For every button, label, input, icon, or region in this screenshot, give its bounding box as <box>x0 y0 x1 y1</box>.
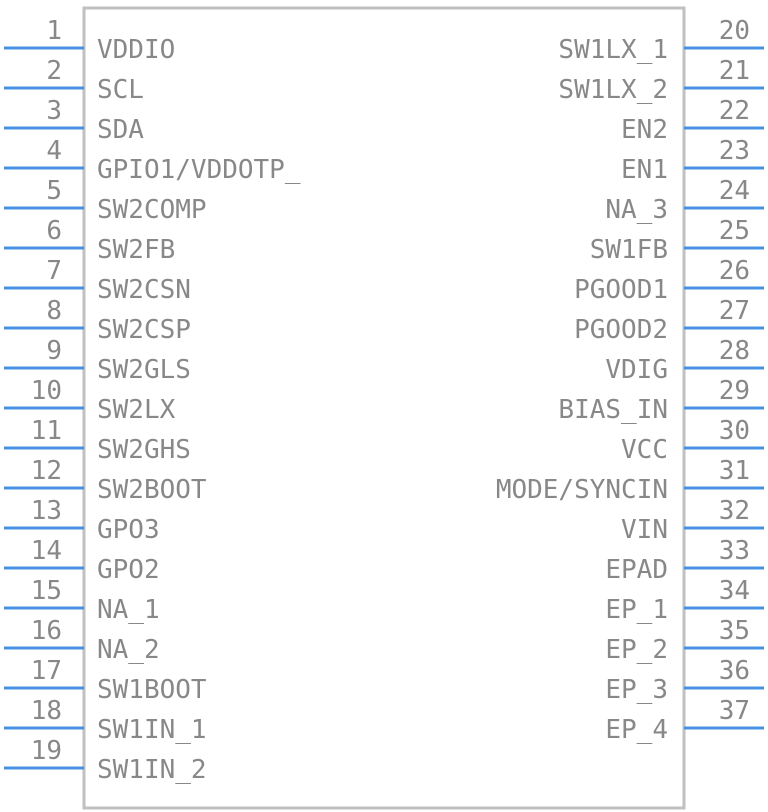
pin-20-number: 20 <box>719 16 750 46</box>
pin-22-label: EN2 <box>621 115 668 145</box>
pin-17-number: 17 <box>31 656 62 686</box>
pin-18-label: SW1IN_1 <box>97 715 207 745</box>
pin-8-label: SW2CSP <box>97 315 191 345</box>
pin-11-label: SW2GHS <box>97 435 191 465</box>
pin-4-number: 4 <box>46 136 62 166</box>
pin-23-number: 23 <box>719 136 750 166</box>
pin-26-number: 26 <box>719 256 750 286</box>
pin-1-label: VDDIO <box>97 35 175 65</box>
pin-4-label: GPIO1/VDDOTP_ <box>97 155 301 185</box>
pin-33-number: 33 <box>719 536 750 566</box>
pin-28-label: VDIG <box>605 355 668 385</box>
pin-8-number: 8 <box>46 296 62 326</box>
pin-36-label: EP_3 <box>605 675 668 705</box>
pin-9-number: 9 <box>46 336 62 366</box>
pin-19-label: SW1IN_2 <box>97 755 207 785</box>
pin-9-label: SW2GLS <box>97 355 191 385</box>
pin-35-label: EP_2 <box>605 635 668 665</box>
pin-14-number: 14 <box>31 536 62 566</box>
pin-30-number: 30 <box>719 416 750 446</box>
pin-14-label: GPO2 <box>97 555 160 585</box>
pin-13-number: 13 <box>31 496 62 526</box>
pin-11-number: 11 <box>31 416 62 446</box>
pin-29-number: 29 <box>719 376 750 406</box>
pin-10-label: SW2LX <box>97 395 176 425</box>
pin-32-number: 32 <box>719 496 750 526</box>
pin-6-number: 6 <box>46 216 62 246</box>
pin-34-label: EP_1 <box>605 595 668 625</box>
pin-37-label: EP_4 <box>605 715 668 745</box>
pin-28-number: 28 <box>719 336 750 366</box>
pin-18-number: 18 <box>31 696 62 726</box>
pin-24-number: 24 <box>719 176 750 206</box>
pin-2-label: SCL <box>97 75 144 105</box>
pin-12-number: 12 <box>31 456 62 486</box>
pin-32-label: VIN <box>621 515 668 545</box>
pin-25-number: 25 <box>719 216 750 246</box>
pin-13-label: GPO3 <box>97 515 160 545</box>
pin-26-label: PGOOD1 <box>574 275 668 305</box>
pin-12-label: SW2BOOT <box>97 475 207 505</box>
pin-19-number: 19 <box>31 736 62 766</box>
pin-3-number: 3 <box>46 96 62 126</box>
pin-3-label: SDA <box>97 115 144 145</box>
pin-7-label: SW2CSN <box>97 275 191 305</box>
pin-31-label: MODE/SYNCIN <box>496 475 668 505</box>
pin-27-label: PGOOD2 <box>574 315 668 345</box>
pin-27-number: 27 <box>719 296 750 326</box>
pin-17-label: SW1BOOT <box>97 675 207 705</box>
pin-21-label: SW1LX_2 <box>558 75 668 105</box>
pin-24-label: NA_3 <box>605 195 668 225</box>
pin-29-label: BIAS_IN <box>558 395 668 425</box>
pin-7-number: 7 <box>46 256 62 286</box>
pin-25-label: SW1FB <box>590 235 668 265</box>
pin-30-label: VCC <box>621 435 668 465</box>
pin-21-number: 21 <box>719 56 750 86</box>
pin-5-label: SW2COMP <box>97 195 207 225</box>
pin-20-label: SW1LX_1 <box>558 35 668 65</box>
pin-33-label: EPAD <box>605 555 668 585</box>
pin-6-label: SW2FB <box>97 235 175 265</box>
pin-16-number: 16 <box>31 616 62 646</box>
pin-15-number: 15 <box>31 576 62 606</box>
pin-1-number: 1 <box>46 16 62 46</box>
pin-2-number: 2 <box>46 56 62 86</box>
pin-23-label: EN1 <box>621 155 668 185</box>
pin-5-number: 5 <box>46 176 62 206</box>
pin-34-number: 34 <box>719 576 750 606</box>
pin-16-label: NA_2 <box>97 635 160 665</box>
pin-35-number: 35 <box>719 616 750 646</box>
pin-15-label: NA_1 <box>97 595 160 625</box>
pin-10-number: 10 <box>31 376 62 406</box>
pin-37-number: 37 <box>719 696 750 726</box>
pin-36-number: 36 <box>719 656 750 686</box>
pin-31-number: 31 <box>719 456 750 486</box>
pin-22-number: 22 <box>719 96 750 126</box>
